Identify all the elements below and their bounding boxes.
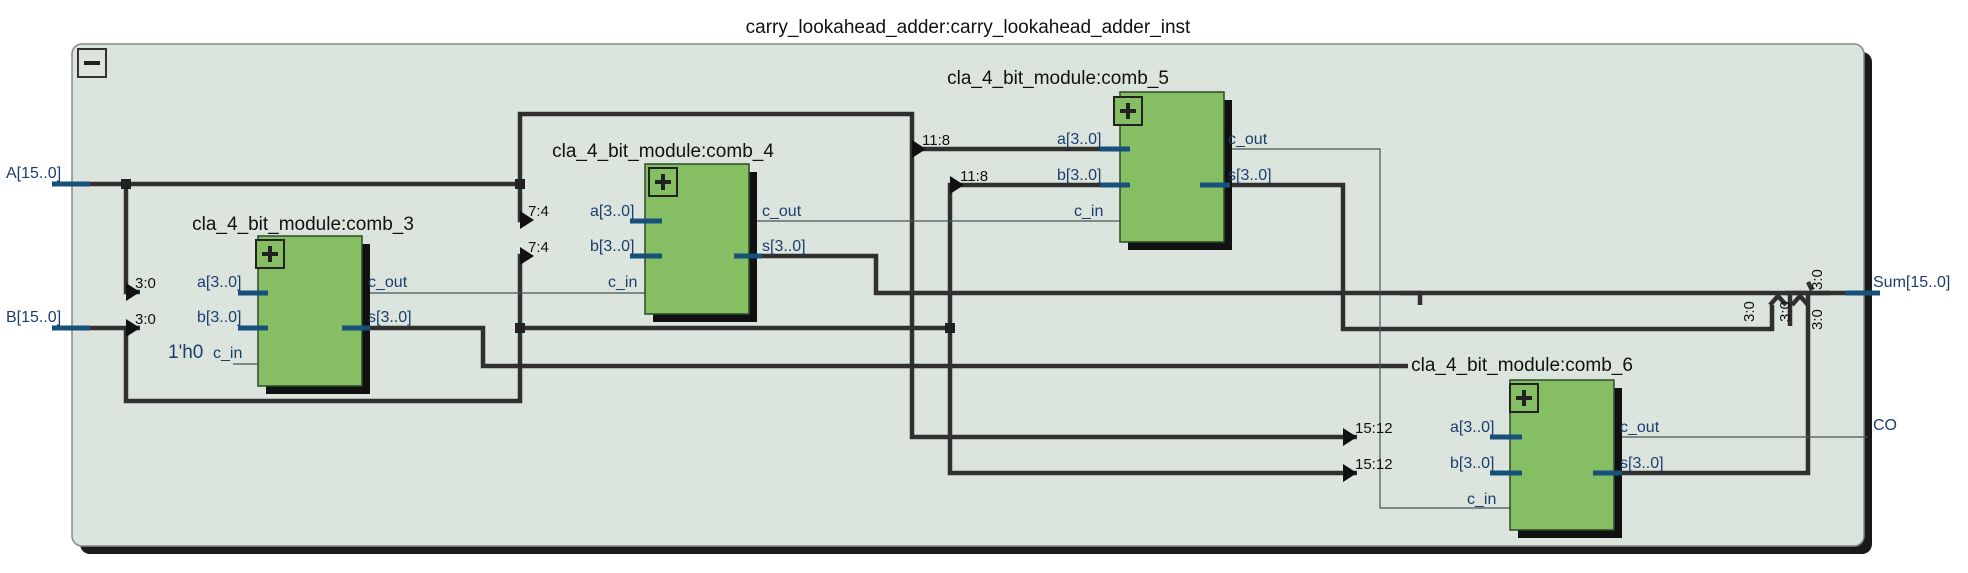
wire-sum-comb3 [345,325,1408,369]
plus-icon [1516,390,1532,406]
sum-slice-label-2: 3:0 [1777,301,1794,322]
pin-cin: c_in [1467,491,1496,508]
pin-a: a[3..0] [1057,131,1101,148]
pin-s: s[3..0] [762,238,806,255]
slice-label-comb6-a: 15:12 [1355,420,1393,437]
ripper-comb4-a [520,211,534,229]
ripper-comb6-b [1343,464,1357,482]
bus-rippers [126,140,1357,482]
slice-label-comb5-b: 11:8 [960,168,988,185]
slice-label-comb3-b: 3:0 [135,311,156,328]
module-title-comb-3: cla_4_bit_module:comb_3 [192,214,414,235]
sum-slice-label-1: 3:0 [1741,301,1758,322]
pin-b: b[3..0] [197,309,241,326]
slice-label-comb4-b: 7:4 [528,239,549,256]
slice-label-comb4-a: 7:4 [528,203,549,220]
wire-kink [1805,280,1815,292]
output-port-sum[interactable]: Sum[15..0] [1845,274,1950,296]
expand-button[interactable] [648,167,678,197]
pin-b: b[3..0] [590,238,634,255]
output-port-co[interactable]: CO [1873,417,1897,434]
bus-slice-labels: 3:0 3:0 7:4 7:4 11:8 11:8 15:12 15:12 3:… [135,132,1826,473]
ripper-comb6-a [1343,428,1357,446]
junction-a [121,179,131,189]
plus-icon [655,174,671,190]
ripper-comb4-b [520,247,534,265]
pin-b: b[3..0] [1057,167,1101,184]
slice-label-comb5-a: 11:8 [922,132,950,149]
pin-cin: c_in [1074,203,1103,220]
wire-a-bus [73,111,1130,187]
pin-cout: c_out [1620,419,1660,436]
module-comb-4[interactable]: cla_4_bit_module:comb_4 a[3..0] b[3..0] … [552,141,806,322]
module-comb-6[interactable]: cla_4_bit_module:comb_6 a[3..0] b[3..0] … [1411,355,1664,538]
wire-sum-comb6 [1605,293,1811,476]
port-label-sum: Sum[15..0] [1873,274,1950,291]
wire-hops [1768,292,1810,307]
pin-cout: c_out [1228,131,1268,148]
input-port-a[interactable]: A[15..0] [6,165,90,187]
expand-button[interactable] [1113,96,1143,126]
plus-icon [262,246,278,262]
wire-a-to-comb6 [909,149,1357,440]
expand-button[interactable] [255,239,285,269]
pin-cin: c_in [608,274,637,291]
net-cout-comb5 [1210,148,1522,509]
thin-nets [233,148,1868,509]
module-title-comb-6: cla_4_bit_module:comb_6 [1411,355,1633,376]
module-title-comb-4: cla_4_bit_module:comb_4 [552,141,774,162]
module-title-comb-5: cla_4_bit_module:comb_5 [947,68,1169,89]
top-instance-title: carry_lookahead_adder:carry_lookahead_ad… [746,17,1191,38]
pin-cin: c_in [213,345,242,362]
ripper-comb5-a [912,140,926,158]
wire-b-to-comb6 [947,328,1357,476]
junction-b2 [945,323,955,333]
slice-label-comb6-b: 15:12 [1355,456,1393,473]
pin-cout: c_out [762,203,802,220]
pin-b: b[3..0] [1450,455,1494,472]
port-label-co: CO [1873,417,1897,434]
wire-b-route [123,325,950,404]
pin-s: s[3..0] [1228,167,1272,184]
sum-slice-label-4: 3:0 [1809,309,1826,330]
input-port-b[interactable]: B[15..0] [6,309,90,331]
pin-a: a[3..0] [197,274,241,291]
minus-icon [84,61,100,65]
constant-label: 1'h0 [168,342,203,363]
ripper-comb5-b [950,176,964,194]
port-label-a: A[15..0] [6,165,61,182]
pin-s: s[3..0] [1620,455,1664,472]
sum-slice-label-3: 3:0 [1809,269,1826,290]
slice-label-comb3-a: 3:0 [135,275,156,292]
ripper-comb3-b [126,319,140,337]
module-comb-5[interactable]: cla_4_bit_module:comb_5 a[3..0] b[3..0] … [947,68,1272,250]
wire-sum-comb5 [1220,182,1775,332]
ripper-comb3-a [126,283,140,301]
junction-b [515,323,525,333]
junction-a2 [515,179,525,189]
expand-button[interactable] [1509,383,1539,413]
junctions [121,179,955,333]
module-comb-3[interactable]: cla_4_bit_module:comb_3 a[3..0] b[3..0] … [192,214,414,394]
pin-a: a[3..0] [1450,419,1494,436]
pin-a: a[3..0] [590,203,634,220]
port-label-b: B[15..0] [6,309,61,326]
pin-cout: c_out [368,274,408,291]
pin-s: s[3..0] [368,309,412,326]
plus-icon [1120,103,1136,119]
collapse-button[interactable] [77,48,107,78]
